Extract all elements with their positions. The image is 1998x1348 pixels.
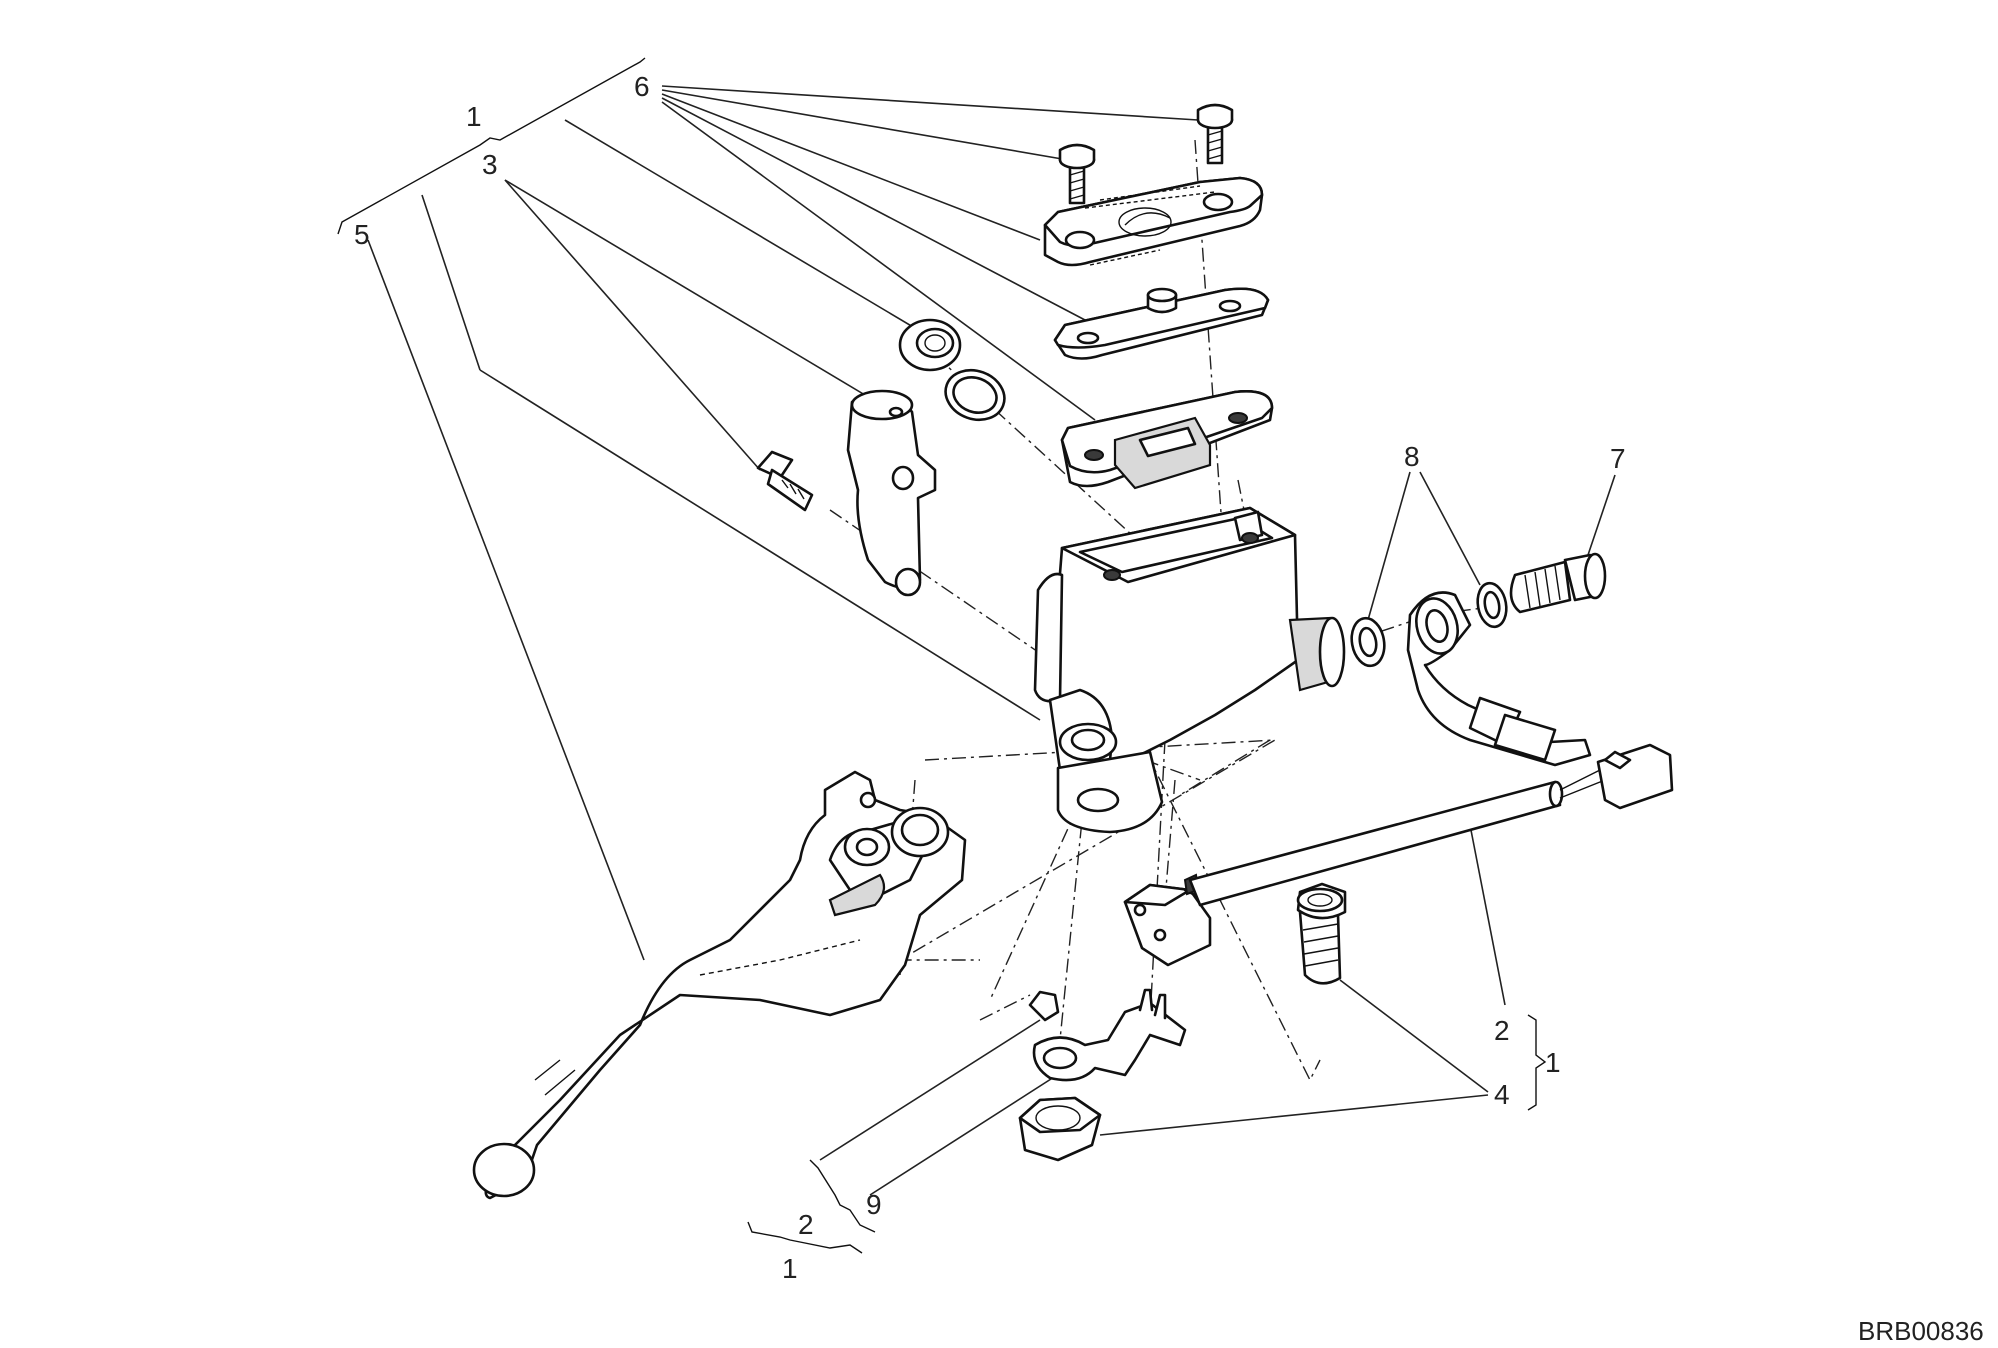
label-8: 8 xyxy=(1404,441,1420,472)
brake-lever xyxy=(472,770,967,1200)
o-ring xyxy=(944,368,1006,422)
cap-screw-right xyxy=(1196,103,1234,165)
bracket-lines xyxy=(337,57,1547,1254)
sealing-washer-left xyxy=(1350,616,1386,668)
drawing-code: BRB00836 xyxy=(1858,1316,1984,1346)
label-4: 4 xyxy=(1494,1079,1510,1110)
label-2-bottom: 2 xyxy=(798,1209,814,1240)
piston-boot xyxy=(898,318,962,372)
leader-lines xyxy=(367,85,1616,1196)
label-7: 7 xyxy=(1610,443,1626,474)
label-5: 5 xyxy=(354,219,370,250)
pivot-bolt xyxy=(1296,882,1347,985)
diaphragm-plate xyxy=(1053,287,1270,360)
callout-labels: 1 6 3 5 8 7 2 1 4 9 2 1 xyxy=(354,71,1626,1284)
label-1-bottom: 1 xyxy=(782,1253,798,1284)
switch-cable xyxy=(1188,743,1674,907)
actuator-pin xyxy=(1028,990,1060,1022)
handlebar-clamp xyxy=(846,389,937,597)
sealing-washer-right xyxy=(1476,581,1508,629)
label-1-top: 1 xyxy=(466,101,482,132)
reservoir-cap xyxy=(1043,176,1264,267)
label-2-right: 2 xyxy=(1494,1015,1510,1046)
clamp-bolt xyxy=(756,450,814,512)
banjo-bolt xyxy=(1509,552,1607,614)
switch-bracket xyxy=(1032,988,1187,1082)
label-6: 6 xyxy=(634,71,650,102)
brake-hose xyxy=(1406,591,1592,767)
label-1-right: 1 xyxy=(1545,1047,1561,1078)
label-3: 3 xyxy=(482,149,498,180)
cap-screw-left xyxy=(1058,143,1096,205)
master-cylinder-body xyxy=(1033,506,1346,834)
label-9: 9 xyxy=(866,1189,882,1220)
rubber-bellows xyxy=(1060,390,1274,490)
pivot-nut xyxy=(1018,1096,1102,1162)
